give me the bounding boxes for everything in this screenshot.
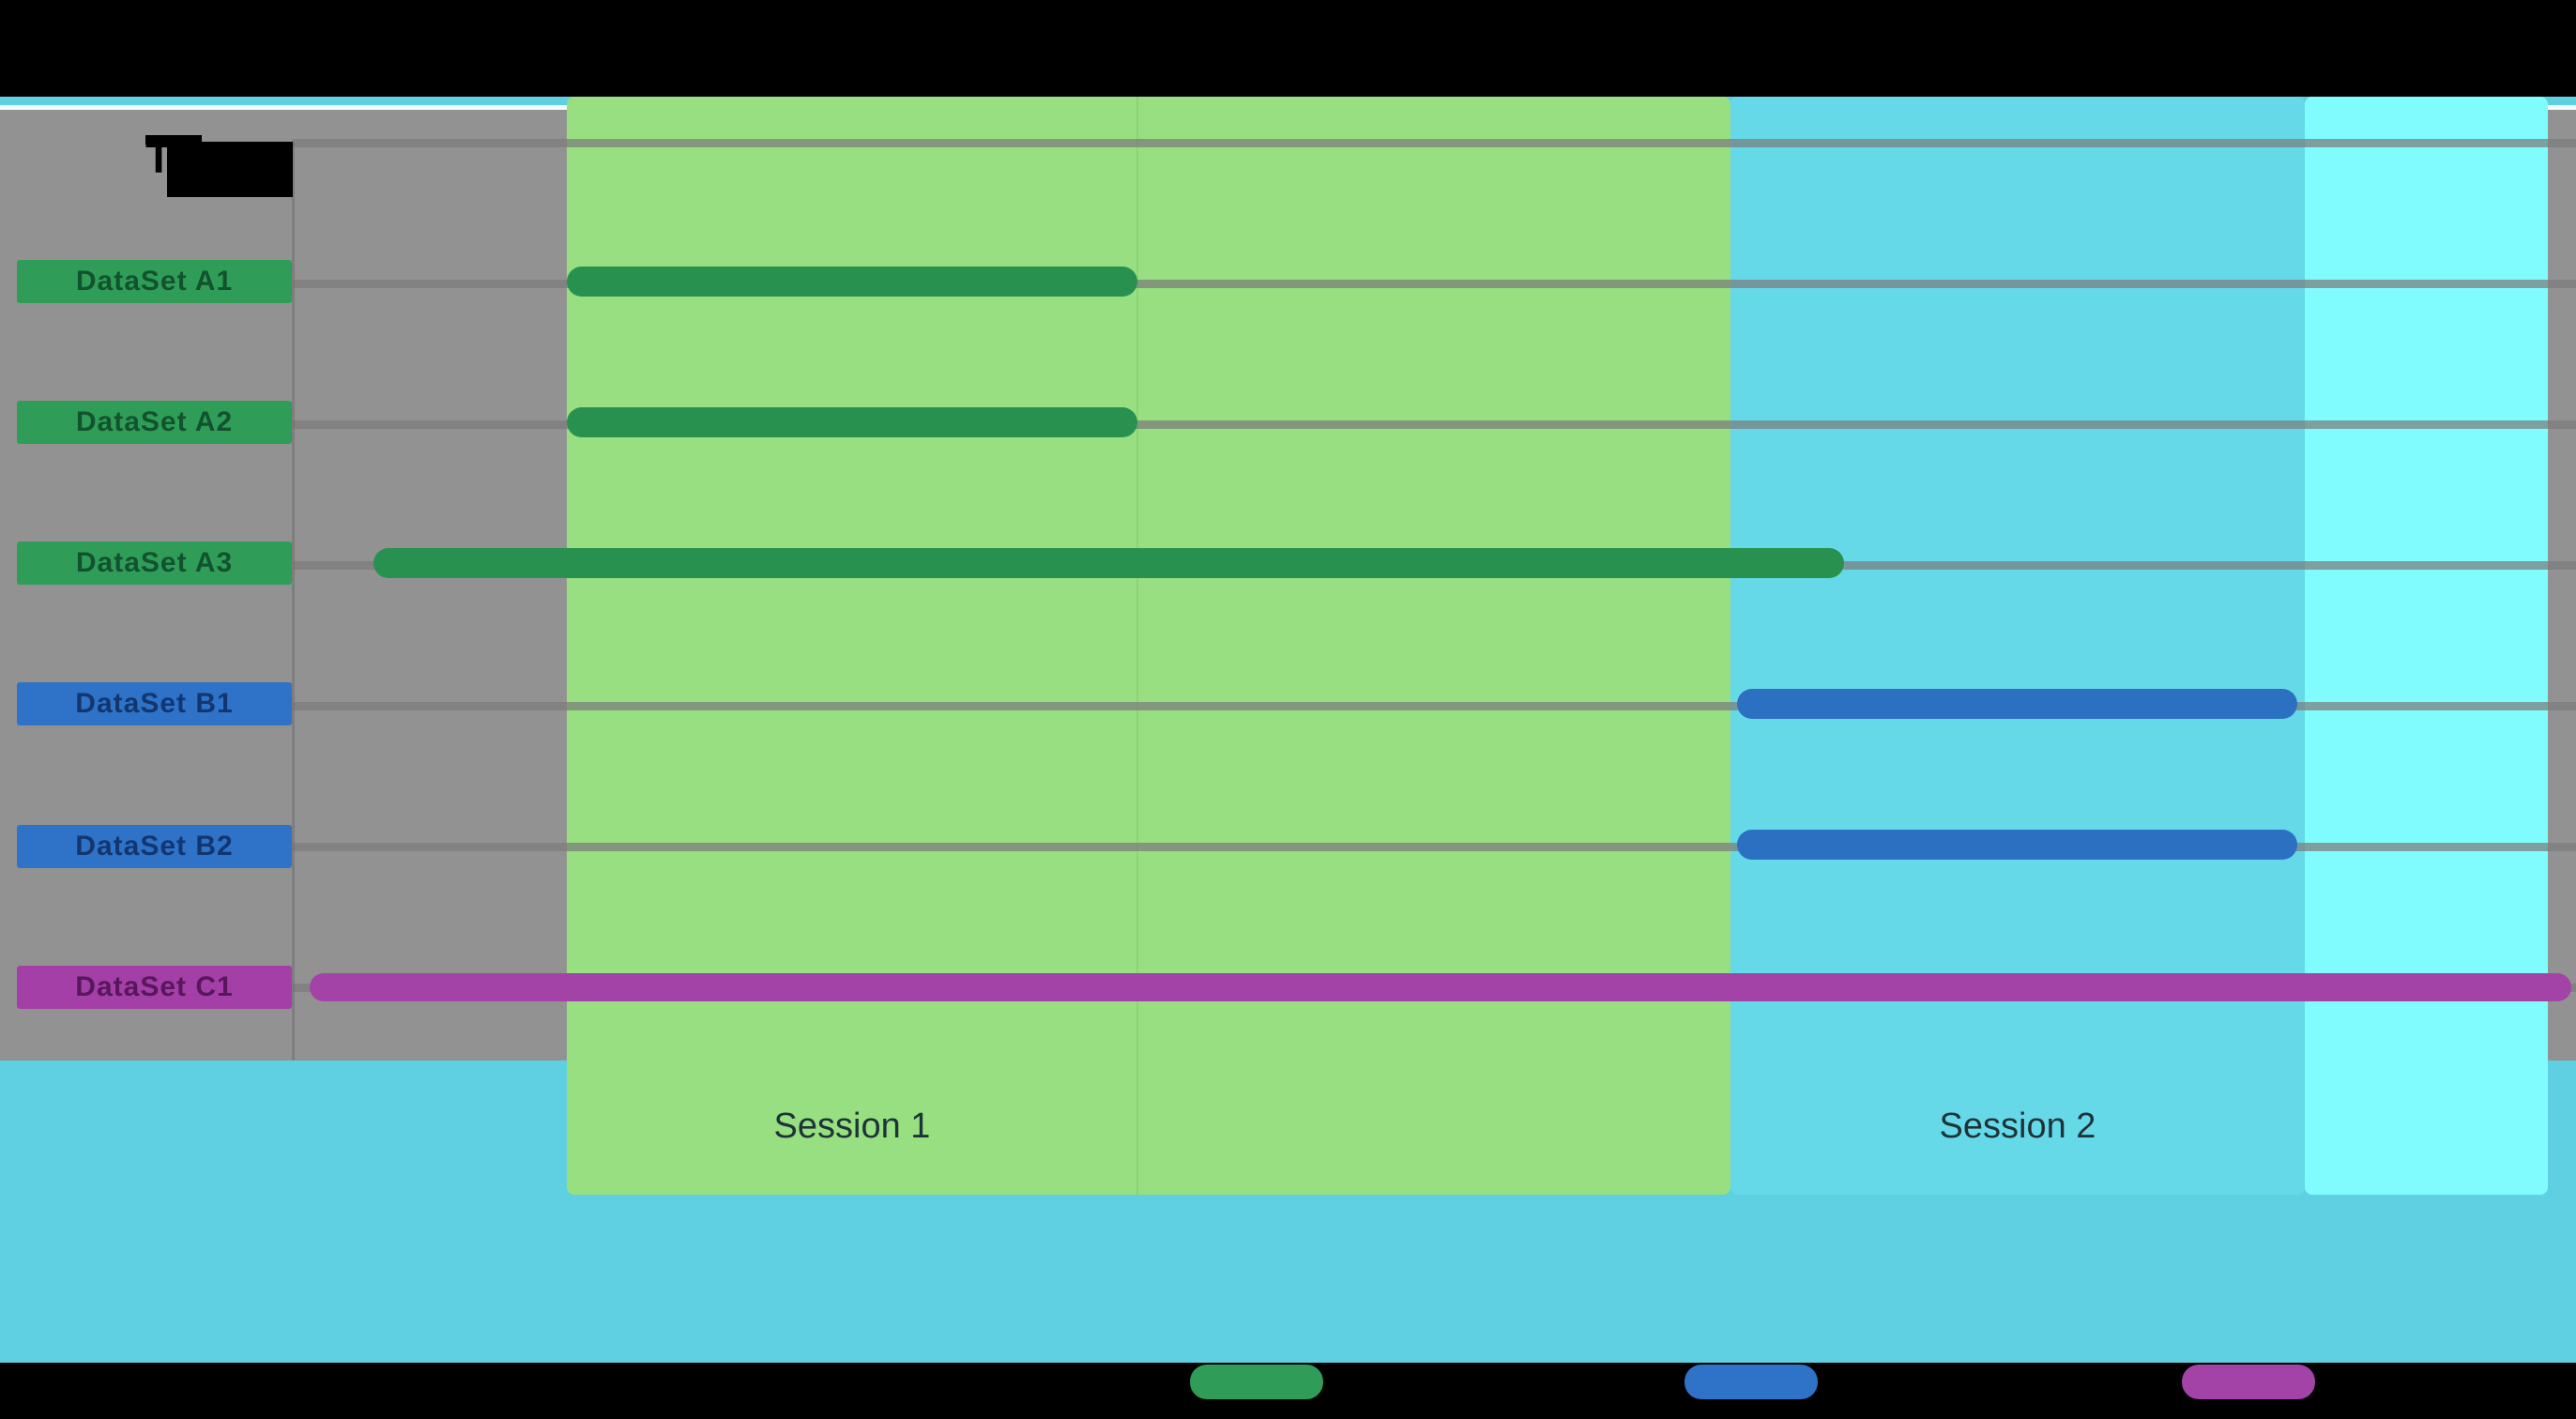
legend-swatch-blue[interactable] (1684, 1365, 1818, 1399)
bar-dataset-b1[interactable] (1737, 689, 2297, 719)
gridline-row2 (293, 420, 2576, 429)
session2-label: Session 2 (1939, 1106, 2096, 1146)
gridline-row4 (293, 702, 2576, 710)
session1-band (567, 97, 1730, 1195)
bar-dataset-a3[interactable] (373, 548, 1844, 578)
bar-dataset-a2[interactable] (567, 407, 1137, 437)
y-axis-line (292, 141, 295, 1060)
legend-swatch-purple[interactable] (2182, 1365, 2315, 1399)
session2-band (1730, 97, 2305, 1195)
row-label-dataset-b1: DataSet B1 (17, 682, 292, 725)
title-redaction-box (167, 142, 293, 197)
gridline-row0 (293, 139, 2576, 147)
row-label-dataset-c1: DataSet C1 (17, 966, 292, 1009)
gridline-row1 (293, 280, 2576, 288)
gridline-row5 (293, 843, 2576, 851)
post-session2-band (2305, 97, 2548, 1195)
row-label-dataset-a3: DataSet A3 (17, 542, 292, 585)
session1-label: Session 1 (773, 1106, 931, 1146)
bar-dataset-b2[interactable] (1737, 830, 2297, 860)
session1-band-seam (1136, 97, 1138, 1195)
row-label-dataset-a2: DataSet A2 (17, 401, 292, 444)
row-label-dataset-a1: DataSet A1 (17, 260, 292, 303)
title-redaction-tab (145, 135, 202, 145)
bar-dataset-c1[interactable] (310, 973, 2571, 1001)
legend-swatch-green[interactable] (1190, 1365, 1323, 1399)
bar-dataset-a1[interactable] (567, 267, 1137, 297)
row-label-dataset-b2: DataSet B2 (17, 825, 292, 868)
